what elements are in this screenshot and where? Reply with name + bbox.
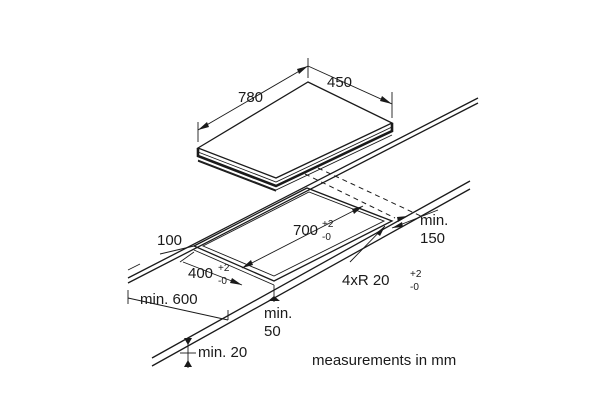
label-corner-radius: 4xR 20 bbox=[342, 272, 390, 289]
label-worktop-depth: min. 600 bbox=[140, 291, 198, 308]
cutout-outer bbox=[192, 187, 394, 282]
projection-line-2 bbox=[304, 173, 396, 219]
label-450: 450 bbox=[327, 74, 352, 91]
hob-edge-lines bbox=[197, 126, 393, 191]
label-700: 700 bbox=[293, 222, 318, 239]
label-side-clearance-line1: min. bbox=[420, 212, 448, 229]
hob-front-edge bbox=[196, 123, 394, 188]
label-400: 400 bbox=[188, 265, 213, 282]
cutout bbox=[192, 187, 394, 286]
dim-corner-radius: 4xR 20 +2 -0 bbox=[342, 225, 422, 293]
label-side-clearance-line2: 150 bbox=[420, 230, 445, 247]
cutout-side-wall bbox=[193, 249, 275, 286]
label-700-tol-minus: -0 bbox=[322, 232, 331, 243]
hob-bottom-line bbox=[197, 160, 277, 192]
label-400-tol-plus: +2 bbox=[218, 263, 230, 274]
cutout-inner bbox=[201, 191, 386, 277]
dim-worktop-depth: min. 600 bbox=[127, 290, 229, 321]
dim-side-clearance: min. 150 bbox=[391, 209, 448, 247]
worktop-front-edge-upper bbox=[151, 180, 471, 359]
label-front-clearance-line2: 50 bbox=[264, 323, 281, 340]
dim-100: 100 bbox=[127, 232, 195, 271]
hob bbox=[196, 81, 394, 192]
label-100: 100 bbox=[157, 232, 182, 249]
dim-700: 700 +2 -0 bbox=[241, 205, 364, 269]
label-front-clearance-line1: min. bbox=[264, 305, 292, 322]
label-corner-radius-tol-minus: -0 bbox=[410, 282, 419, 293]
dim-780: 780 bbox=[197, 58, 309, 142]
projection-line bbox=[317, 167, 426, 219]
label-corner-radius-tol-plus: +2 bbox=[410, 269, 422, 280]
label-400-tol-minus: -0 bbox=[218, 276, 227, 287]
worktop-back-edge-upper bbox=[127, 97, 479, 279]
label-780: 780 bbox=[238, 89, 263, 106]
dim-worktop-thickness: min. 20 bbox=[180, 338, 247, 368]
worktop-back-edge-lower bbox=[127, 102, 479, 284]
dim-400: 400 +2 -0 bbox=[179, 251, 243, 287]
label-worktop-thickness: min. 20 bbox=[198, 344, 247, 361]
label-700-tol-plus: +2 bbox=[322, 219, 334, 230]
dim-front-clearance: min. 50 bbox=[264, 285, 292, 340]
caption: measurements in mm bbox=[312, 352, 456, 369]
dim-450: 450 bbox=[307, 65, 393, 118]
